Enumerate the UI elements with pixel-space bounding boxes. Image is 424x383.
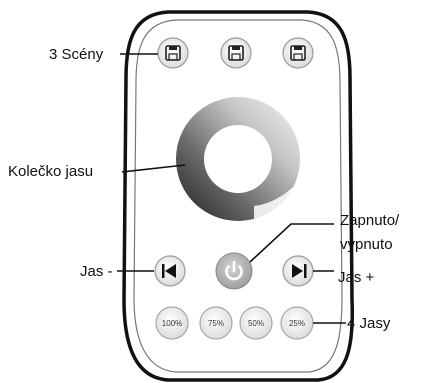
preset-button-50[interactable]: 50%	[239, 306, 273, 340]
callout-lines	[117, 53, 346, 324]
power-icon	[225, 260, 243, 281]
power-button[interactable]	[215, 252, 253, 290]
dim-up-button[interactable]	[282, 255, 314, 287]
scene-button-3[interactable]	[282, 37, 314, 69]
floppy-disk-icon	[165, 45, 181, 61]
forward-right-icon	[292, 264, 307, 278]
label-dim-up: Jas +	[338, 269, 375, 286]
brightness-wheel[interactable]	[176, 97, 300, 221]
scene-button-2[interactable]	[220, 37, 252, 69]
floppy-disk-icon	[228, 45, 244, 61]
preset-label: 100%	[162, 319, 182, 328]
floppy-disk-icon	[290, 45, 306, 61]
preset-label: 50%	[248, 319, 264, 328]
label-presets: 4 Jasy	[347, 315, 391, 332]
preset-button-25[interactable]: 25%	[280, 306, 314, 340]
preset-label: 25%	[289, 319, 305, 328]
scene-button-1[interactable]	[157, 37, 189, 69]
label-wheel: Kolečko jasu	[8, 163, 93, 180]
preset-label: 75%	[208, 319, 224, 328]
label-power-line1: Zapnuto/	[340, 212, 400, 229]
preset-button-75[interactable]: 75%	[199, 306, 233, 340]
dim-down-button[interactable]	[154, 255, 186, 287]
rewind-left-icon	[162, 264, 176, 278]
label-dim-down: Jas -	[80, 263, 113, 280]
label-power-line2: vypnuto	[340, 236, 393, 253]
preset-button-100[interactable]: 100%	[155, 306, 189, 340]
label-scenes: 3 Scény	[49, 46, 104, 63]
